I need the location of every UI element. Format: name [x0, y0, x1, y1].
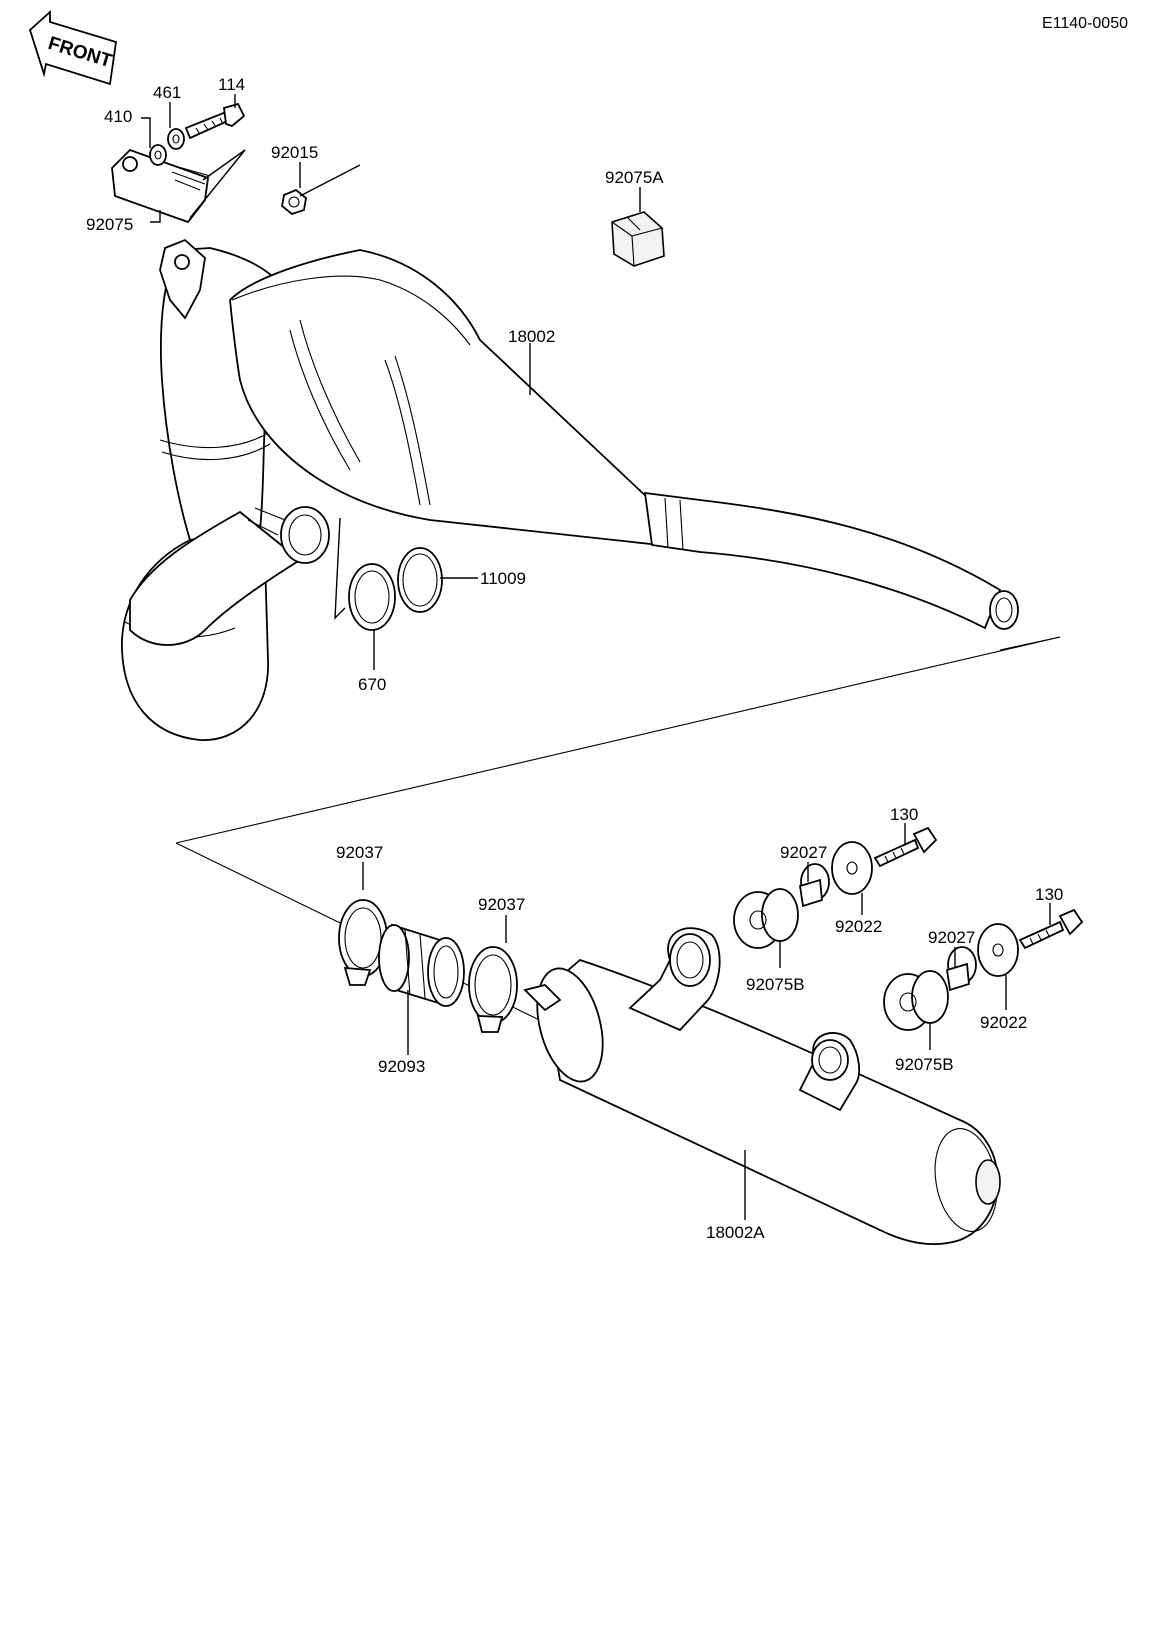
- label-92037-right: 92037: [478, 895, 525, 914]
- label-92022-upper: 92022: [835, 917, 882, 936]
- gasket-670: [348, 563, 396, 631]
- collar-92027-lower: [945, 946, 977, 992]
- grommet-92075B-lower: [883, 970, 949, 1031]
- washer-410: [149, 144, 167, 166]
- label-92075B-lower: 92075B: [895, 1055, 954, 1074]
- clamp-92037-left: [338, 899, 388, 986]
- label-130-lower: 130: [1035, 885, 1063, 904]
- label-114: 114: [218, 75, 245, 94]
- label-92027-lower: 92027: [928, 928, 975, 947]
- bolt-130-lower: [1018, 908, 1084, 950]
- connector-pipe-92093: [378, 923, 465, 1007]
- bolt-114: [184, 102, 246, 140]
- washer-92022-lower: [977, 923, 1019, 977]
- bolt-130-upper: [873, 826, 938, 868]
- mount-bracket-92075: [111, 148, 246, 224]
- label-670: 670: [358, 675, 386, 694]
- grommet-92075B-upper: [733, 888, 799, 949]
- rubber-damper-92075A: [611, 211, 665, 267]
- silencer-18002A: [523, 927, 1001, 1246]
- label-92075: 92075: [86, 215, 133, 234]
- label-92075A: 92075A: [605, 168, 664, 187]
- label-92093: 92093: [378, 1057, 425, 1076]
- label-92037-left: 92037: [336, 843, 383, 862]
- expansion-chamber-18002: [121, 238, 1019, 741]
- label-461: 461: [153, 83, 181, 102]
- label-11009: 11009: [480, 569, 526, 588]
- clamp-92037-right: [468, 946, 518, 1033]
- label-130-upper: 130: [890, 805, 918, 824]
- label-92027-upper: 92027: [780, 843, 827, 862]
- label-92075B-upper: 92075B: [746, 975, 805, 994]
- label-92015: 92015: [271, 143, 318, 162]
- lock-washer-461: [167, 128, 185, 150]
- diagram-code: E1140-0050: [1042, 15, 1128, 32]
- front-arrow-icon: FRONT: [28, 9, 118, 86]
- label-410: 410: [104, 107, 132, 126]
- nut-92015: [281, 164, 361, 216]
- label-92022-lower: 92022: [980, 1013, 1027, 1032]
- gasket-11009: [397, 547, 443, 613]
- label-18002: 18002: [508, 327, 555, 346]
- collar-92027-upper: [798, 863, 830, 908]
- label-18002A: 18002A: [706, 1223, 765, 1242]
- washer-92022-upper: [831, 841, 873, 895]
